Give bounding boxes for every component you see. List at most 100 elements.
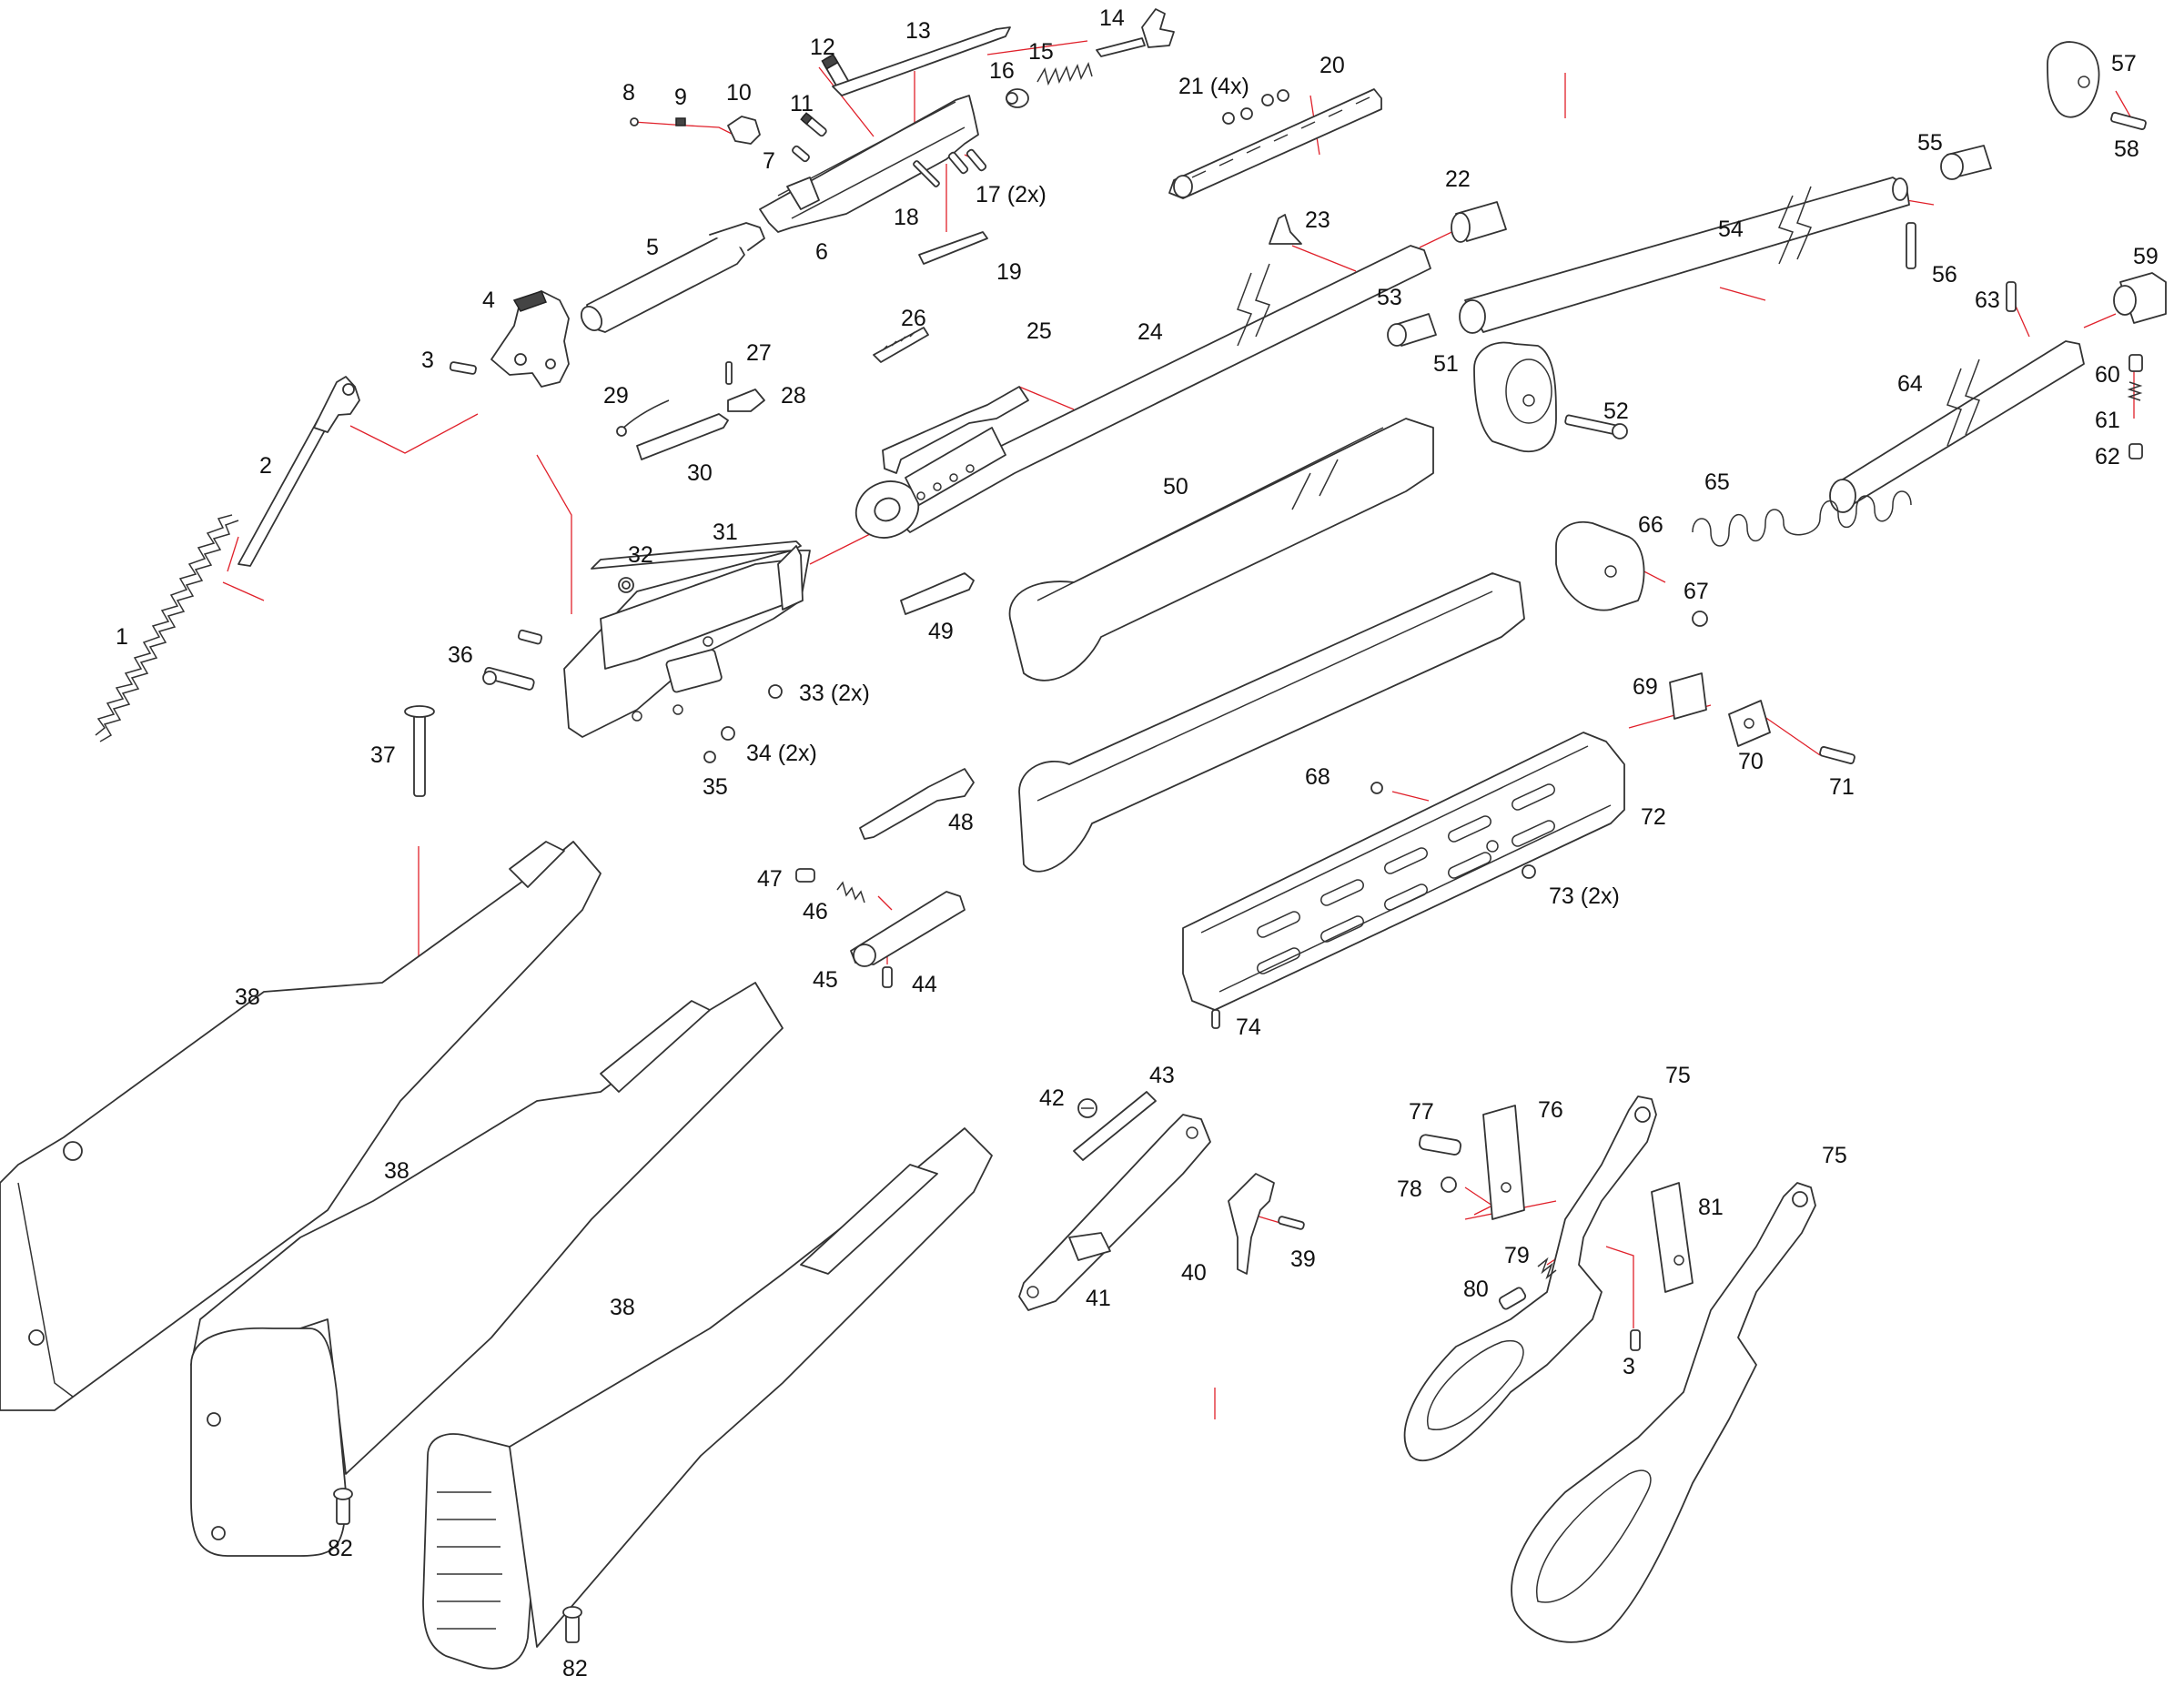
label-24: 24	[1138, 319, 1163, 345]
label-31: 31	[713, 520, 738, 545]
label-4: 4	[482, 288, 495, 313]
plunger-80-part	[1498, 1287, 1527, 1310]
spring-9-part	[675, 117, 686, 126]
loading-gate-part	[882, 386, 1029, 474]
label-45: 45	[813, 967, 838, 993]
label-67: 67	[1684, 579, 1709, 604]
label-10: 10	[726, 80, 752, 106]
magazine-spring-part	[1692, 490, 1912, 547]
pins-17-part	[947, 148, 987, 175]
spring-61-part	[2127, 381, 2143, 401]
screw-42-part	[1077, 1098, 1097, 1118]
label-9: 9	[674, 85, 687, 110]
bushing-16-part	[1006, 88, 1029, 108]
plunger-47-part	[795, 868, 815, 883]
screws-34-part	[721, 726, 735, 741]
label-79: 79	[1504, 1243, 1530, 1268]
barrel-band-22-part	[1451, 201, 1507, 243]
screw-74-part	[1211, 1009, 1220, 1029]
label-22: 22	[1445, 167, 1471, 192]
carrier-48-part	[859, 768, 975, 840]
label-59: 59	[2133, 244, 2159, 269]
label-38a: 38	[235, 984, 260, 1010]
muzzle-59-part	[2113, 272, 2167, 324]
receiver-part	[563, 540, 811, 738]
label-51: 51	[1433, 351, 1459, 377]
pin-27-part	[725, 361, 733, 385]
label-47: 47	[757, 866, 783, 892]
label-21: 21 (4x)	[1178, 74, 1249, 99]
label-36: 36	[448, 642, 473, 668]
label-34: 34 (2x)	[746, 741, 817, 766]
label-32: 32	[628, 542, 653, 568]
hammer-part	[490, 290, 570, 388]
screw-3b-part	[1630, 1329, 1641, 1351]
spring-15-part	[1036, 61, 1093, 86]
label-69: 69	[1633, 674, 1658, 700]
mainspring-part	[95, 514, 239, 742]
magazine-tube-part	[1459, 177, 1910, 334]
tang-screw-part	[404, 705, 435, 797]
label-2: 2	[259, 453, 272, 479]
scope-rail-part	[1168, 88, 1382, 199]
pin-11-part	[800, 112, 827, 137]
label-25: 25	[1026, 318, 1052, 344]
label-39: 39	[1290, 1247, 1316, 1272]
plunger-60-part	[2128, 354, 2143, 372]
lever-45-part	[850, 891, 966, 967]
screw-78-part	[1441, 1176, 1457, 1193]
pin-63-part	[2006, 281, 2017, 312]
label-6: 6	[815, 239, 828, 265]
part-30	[636, 413, 729, 460]
label-57: 57	[2111, 51, 2137, 76]
label-41: 41	[1086, 1286, 1111, 1311]
label-75b: 75	[1822, 1143, 1847, 1168]
label-14: 14	[1099, 5, 1125, 31]
bolt-part	[759, 95, 979, 233]
stock-a-part	[0, 841, 602, 1411]
label-11: 11	[790, 91, 814, 116]
label-23: 23	[1305, 207, 1330, 233]
label-75a: 75	[1665, 1063, 1691, 1088]
pin-36-part	[482, 629, 543, 691]
label-72: 72	[1641, 804, 1666, 830]
part-labels: 1 2 3 4 5 6 7 8 9 10 11 12 13 14 15 16 1…	[116, 5, 2159, 1681]
label-19: 19	[996, 259, 1022, 285]
rear-sight-part	[873, 327, 929, 363]
front-sight-part	[1269, 214, 1302, 245]
label-3: 3	[421, 348, 434, 373]
screw-32-part	[618, 577, 634, 593]
part-28	[727, 389, 765, 412]
screw-44-part	[882, 966, 893, 988]
label-71: 71	[1829, 774, 1855, 800]
label-81: 81	[1698, 1195, 1724, 1220]
cap-55-part	[1940, 145, 1992, 180]
nut-62-part	[2128, 443, 2143, 459]
label-80: 80	[1463, 1277, 1489, 1302]
label-76: 76	[1538, 1097, 1563, 1123]
label-27: 27	[746, 340, 772, 366]
label-64: 64	[1897, 371, 1923, 397]
label-13: 13	[905, 18, 931, 44]
screw-68-part	[1370, 782, 1383, 794]
screws-33-part	[768, 684, 783, 699]
label-48: 48	[948, 810, 974, 835]
stock-c-part	[422, 1127, 993, 1670]
pin-7-part	[792, 145, 810, 163]
bushing-53-part	[1387, 313, 1437, 347]
spring-46-part	[836, 881, 865, 904]
cap-66-part	[1555, 520, 1645, 611]
label-46: 46	[803, 899, 828, 924]
label-70: 70	[1738, 749, 1764, 774]
buttplate-screw-a-part	[333, 1488, 353, 1525]
spring-79-part	[1537, 1257, 1557, 1280]
label-29: 29	[603, 383, 629, 409]
label-18: 18	[894, 205, 919, 230]
label-40: 40	[1181, 1260, 1207, 1286]
label-49: 49	[928, 619, 954, 644]
label-28: 28	[781, 383, 806, 409]
stock-b-part	[190, 982, 784, 1557]
rail-screws-part	[1222, 89, 1289, 125]
screw-58-part	[2110, 112, 2147, 130]
